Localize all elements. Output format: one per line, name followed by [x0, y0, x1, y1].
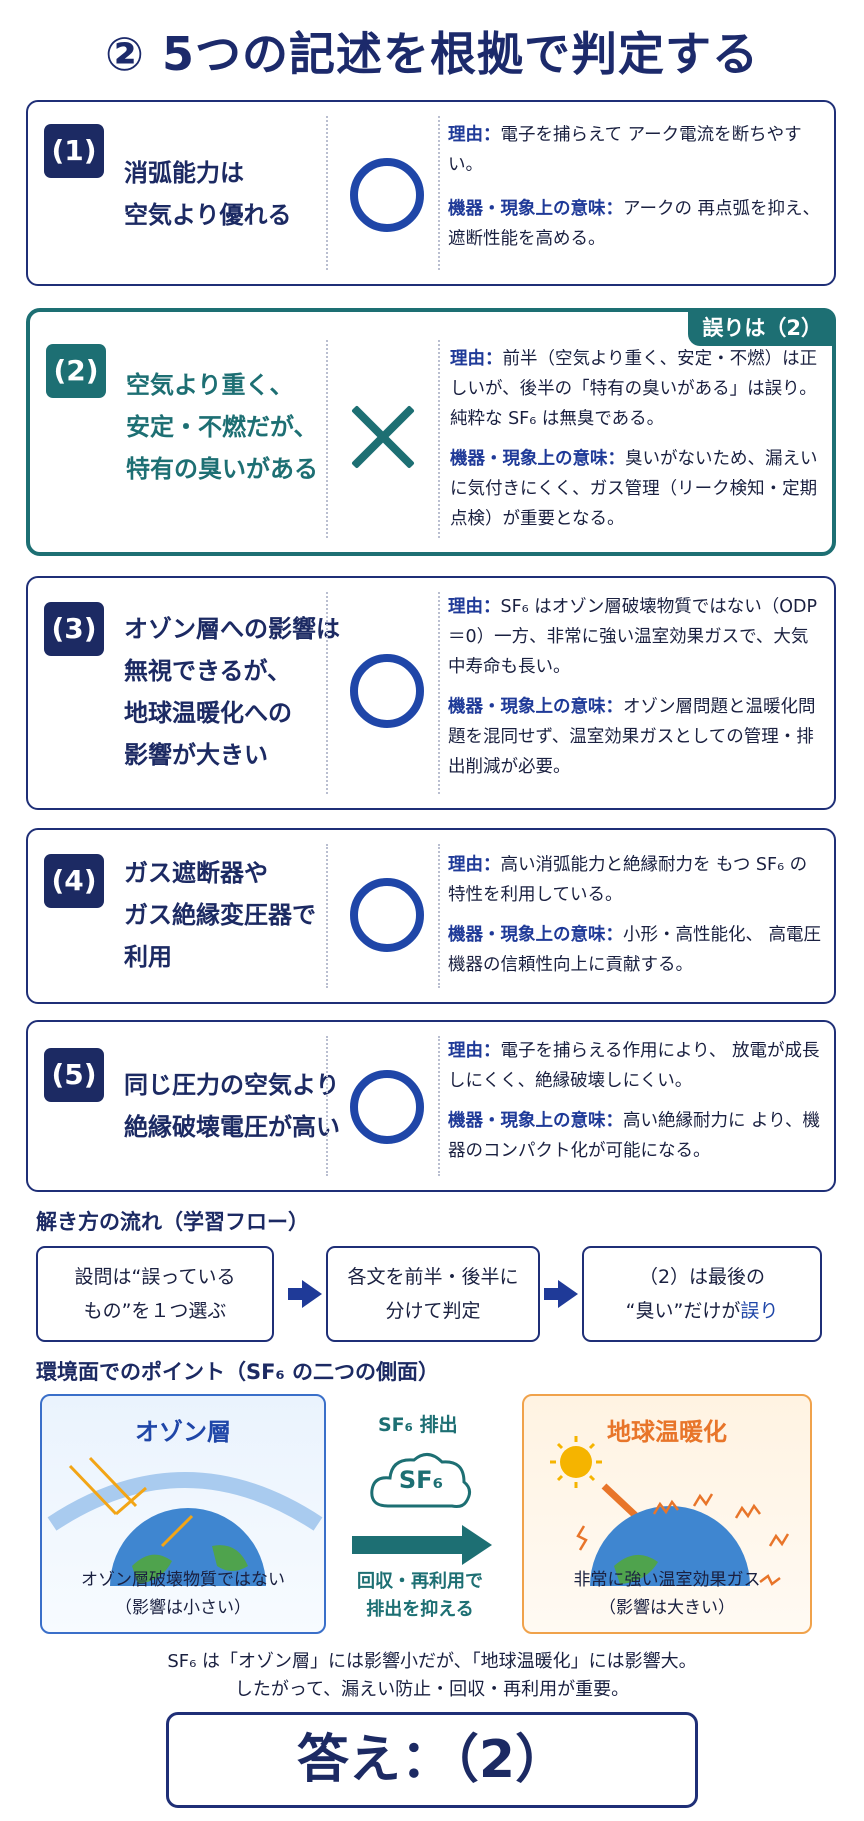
arrow-right-icon [352, 1536, 464, 1554]
flow-step-2: 各文を前半・後半に分けて判定 [326, 1246, 540, 1342]
divider [438, 844, 440, 988]
explanation: 理由：高い消弧能力と絶縁耐力を もつ SF₆ の特性を利用している。 機器・現象… [448, 855, 822, 975]
item-number: (4) [44, 854, 104, 908]
item-number: (5) [44, 1048, 104, 1102]
ozone-panel: オゾン層 オゾン層破壊物質ではない（影響は小さい） [40, 1394, 326, 1634]
divider [438, 116, 440, 270]
statement-card-3: (3) オゾン層への影響は 無視できるが、 地球温暖化への 影響が大きい 理由：… [26, 576, 836, 810]
correct-circle-icon [350, 158, 424, 232]
cloud-label: SF₆ [398, 1466, 444, 1494]
divider [326, 844, 328, 988]
warming-title: 地球温暖化 [607, 1418, 727, 1446]
statement-text: 消弧能力は 空気より優れる [124, 159, 292, 229]
cloud-icon [370, 1453, 471, 1508]
statement-text: オゾン層への影響は 無視できるが、 地球温暖化への 影響が大きい [124, 615, 340, 769]
warming-panel: 地球温暖化 非常に強い温室効果ガス（影響は大きい） [522, 1394, 812, 1634]
arrow-right-icon [544, 1280, 578, 1308]
explanation: 理由：SF₆ はオゾン層破壊物質ではない（ODP＝0）一方、非常に強い温室効果ガ… [448, 597, 818, 777]
page-title: ② 5つの記述を根拠で判定する [105, 27, 759, 81]
statement-card-1: (1) 消弧能力は 空気より優れる 理由：電子を捕らえて アーク電流を断ちやすい… [26, 100, 836, 286]
divider [326, 592, 328, 794]
warming-illustration [550, 1436, 790, 1586]
ozone-title: オゾン層 [135, 1418, 231, 1446]
statement-text: 同じ圧力の空気より 絶縁破壊電圧が高い [124, 1071, 340, 1141]
divider [438, 592, 440, 794]
explanation: 理由：電子を捕らえる作用により、 放電が成長しにくく、絶縁破壊しにくい。 機器・… [448, 1041, 821, 1161]
statement-card-5: (5) 同じ圧力の空気より 絶縁破壊電圧が高い 理由：電子を捕らえる作用により、… [26, 1020, 836, 1192]
arrow-right-icon [288, 1280, 322, 1308]
correct-circle-icon [350, 654, 424, 728]
wrong-x-icon [348, 402, 418, 472]
ozone-illustration [47, 1456, 323, 1586]
emission-label: SF₆ 排出 [378, 1414, 458, 1436]
recover-label: 回収・再利用で排出を抑える [357, 1571, 483, 1620]
flow-heading: 解き方の流れ（学習フロー） [36, 1210, 309, 1234]
statement-text: ガス遮断器や ガス絶縁変圧器で 利用 [124, 859, 316, 971]
divider [438, 1036, 440, 1176]
divider [326, 116, 328, 270]
arrow-head [462, 1525, 492, 1565]
answer-box: 答え：（2） [166, 1712, 698, 1808]
ozone-caption: オゾン層破壊物質ではない（影響は小さい） [81, 1570, 285, 1618]
warming-caption: 非常に強い温室効果ガス（影響は大きい） [573, 1570, 761, 1618]
statement-text: 空気より重く、 安定・不燃だが、 特有の臭いがある [126, 371, 318, 483]
item-number: (2) [46, 344, 106, 398]
flow-step-1: 設問は“誤っているもの”を１つ選ぶ [36, 1246, 274, 1342]
divider [438, 340, 440, 538]
item-number: (1) [44, 124, 104, 178]
statement-card-4: (4) ガス遮断器や ガス絶縁変圧器で 利用 理由：高い消弧能力と絶縁耐力を も… [26, 828, 836, 1004]
summary-text: SF₆ は「オゾン層」には影響小だが、「地球温暖化」には影響大。したがって、漏え… [167, 1651, 697, 1700]
divider [326, 1036, 328, 1176]
explanation: 理由：電子を捕らえて アーク電流を断ちやすい。 機器・現象上の意味：アークの 再… [448, 125, 821, 249]
divider [326, 340, 328, 538]
explanation: 理由：前半（空気より重く、安定・不燃）は正しいが、後半の「特有の臭いがある」は誤… [450, 349, 818, 529]
flow-step-3: （2）は最後の “臭い”だけが誤り [582, 1246, 822, 1342]
wrong-answer-tag: 誤りは（2） [688, 308, 836, 346]
correct-circle-icon [350, 878, 424, 952]
correct-circle-icon [350, 1070, 424, 1144]
item-number: (3) [44, 602, 104, 656]
env-heading: 環境面でのポイント（SF₆ の二つの側面） [36, 1360, 439, 1384]
statement-card-2: 誤りは（2） (2) 空気より重く、 安定・不燃だが、 特有の臭いがある 理由：… [26, 308, 836, 556]
